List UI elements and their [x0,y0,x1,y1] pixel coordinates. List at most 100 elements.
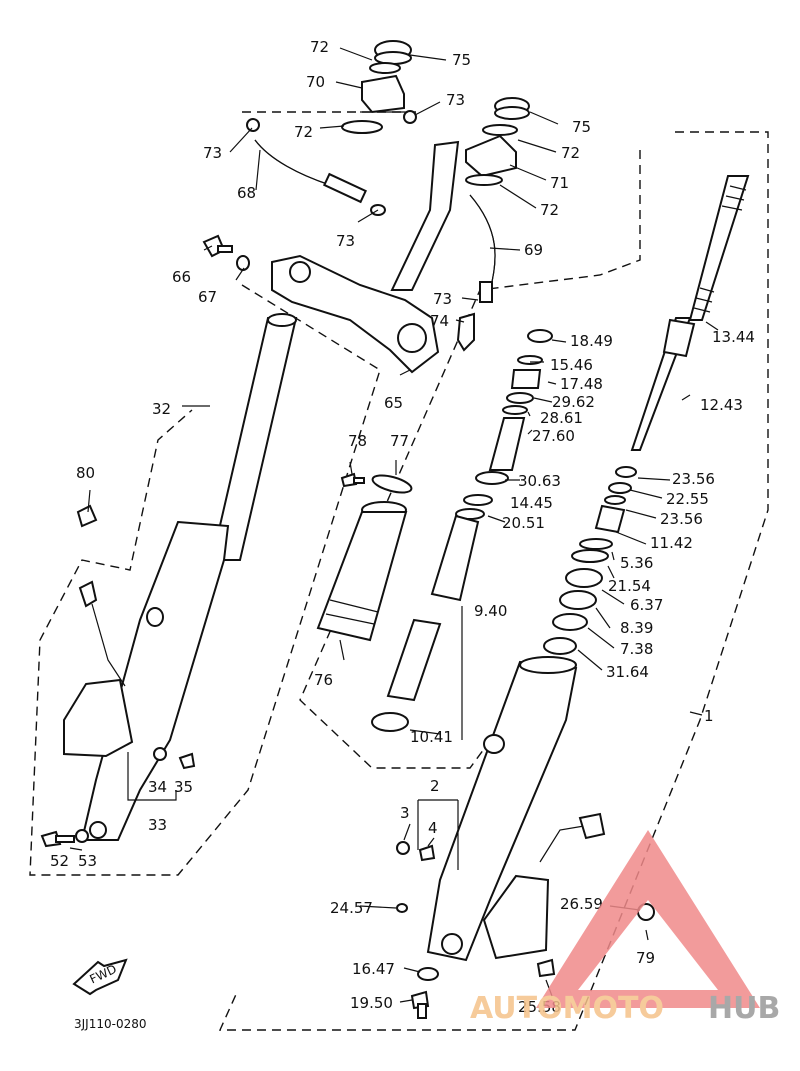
callout-label: 72 [310,38,329,56]
callout-label: 27.60 [532,427,575,445]
bolt-52-shank [55,835,75,843]
sensor-right [578,812,606,840]
watermark-logo: AUTOMOTO HUB [470,830,780,1026]
nut-3 [396,841,410,855]
spacer-27-60 [488,417,526,471]
ring-15-46 [517,355,543,365]
callout-label: 71 [550,174,569,192]
hose-68 [254,139,386,216]
washer-23-56-b [604,495,626,505]
fwd-arrow: FWD [72,958,128,996]
callout-label: 19.50 [350,994,393,1012]
bolt-66-group [202,234,250,271]
callout-label: 73 [336,232,355,250]
hose-69 [456,194,496,352]
callout-label: 66 [172,268,191,286]
callout-label: 73 [446,91,465,109]
ring-5-36 [579,538,613,550]
ring-72-right [482,124,518,136]
bushing-8-39 [559,590,597,610]
callout-label: 20.51 [502,514,545,532]
bracket-hole-left [289,261,311,283]
bolt-boss-right [483,734,505,754]
callout-label: 52 [50,852,69,870]
seal-10-41 [371,712,409,732]
washer-53 [75,829,89,843]
callout-label: 17.48 [560,375,603,393]
watermark-brand-part2: HUB [708,991,780,1026]
callout-label: 3 [400,804,410,822]
inner-tube-32-top [267,313,297,327]
dust-boot-76 [316,501,408,642]
callout-label: 67 [198,288,217,306]
callout-label: 30.63 [518,472,561,490]
oring-24-57 [396,903,408,913]
seal-7-38 [552,613,588,631]
oring-73-b [246,118,260,132]
callout-label: 75 [452,51,471,69]
outer-tube-1-mouth [519,656,577,674]
callout-label: 8.39 [620,619,653,637]
callout-label: 28.61 [540,409,583,427]
ring-14-45 [463,494,493,506]
rod-12-43-head [662,318,696,358]
callout-label: 22.55 [666,490,709,508]
callout-label: 72 [294,123,313,141]
callout-label: 76 [314,671,333,689]
callout-label: 4 [428,819,438,837]
outline-damper-group [299,150,641,769]
leader-lines [69,47,719,1003]
clamp-70 [361,74,405,114]
watermark-triangle [536,830,760,1008]
callout-label: 32 [152,400,171,418]
callout-label: 13.44 [712,328,755,346]
cylinder-9-40-lower [386,618,442,702]
clip-80 [76,504,98,528]
diagram-caption: 3JJ110-0280 [74,1017,147,1031]
callout-label: 53 [78,852,97,870]
callout-label: 31.64 [606,663,649,681]
cap-75-right-base [494,106,530,120]
caliper-mount-left [63,678,134,758]
callout-label: 72 [540,201,559,219]
axle-hole-left [89,821,107,839]
watermark-brand-part1: AUTOMOTO [470,991,664,1026]
clamp-ring-77 [371,474,413,494]
callout-label: 77 [390,432,409,450]
damper-rod-group [543,175,750,655]
bolt-66-shank [217,245,233,253]
callout-label: 69 [524,241,543,259]
callout-label: 29.62 [552,393,595,411]
callout-label: 34 [148,778,167,796]
washer-67 [236,255,250,271]
bracket-hole-right [397,323,427,353]
callout-label: 5.36 [620,554,653,572]
bolt-19-50-shank [417,1003,427,1019]
cap-18-49 [527,329,553,343]
callout-label: 74 [430,312,449,330]
cylinder-9-40-upper [430,514,480,602]
washer-22-55 [608,482,632,494]
bolt-boss-left [146,607,164,627]
bolt-4 [418,844,436,862]
piston-11-42 [594,504,626,534]
top-nut-group [246,40,417,134]
callout-label: 65 [384,394,403,412]
right-top-group [465,97,530,186]
callout-label: 16.47 [352,960,395,978]
callout-label: 18.49 [570,332,613,350]
callout-label: 73 [433,290,452,308]
callout-label: 78 [348,432,367,450]
caliper-mount-right [482,874,550,960]
boot-body [316,511,408,642]
callout-label: 73 [203,144,222,162]
outer-tube-1 [426,660,578,962]
callout-label: 23.56 [660,510,703,528]
sensor-left [78,580,98,608]
washer-23-56-a [615,466,637,478]
clamp-71 [465,134,517,178]
callout-label: 12.43 [700,396,743,414]
callout-label: 11.42 [650,534,693,552]
oring-73-a [403,110,417,124]
